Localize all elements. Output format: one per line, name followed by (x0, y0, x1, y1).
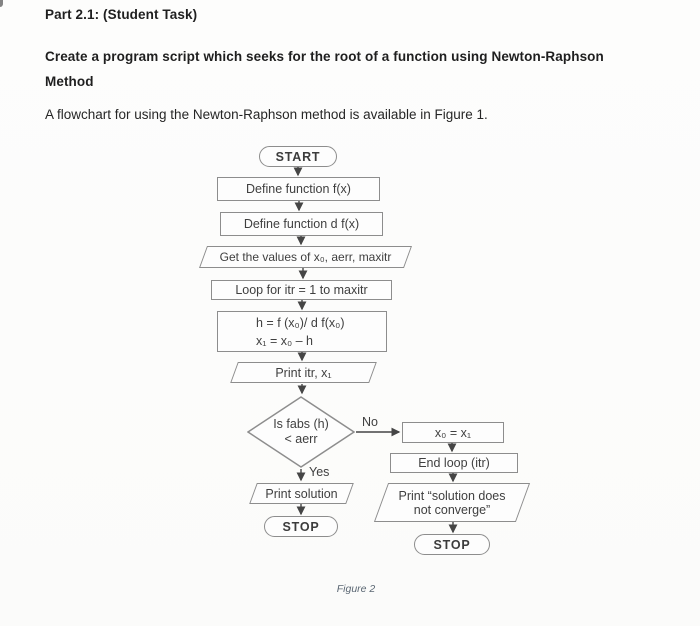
io-print-itr-label: Print itr, x₁ (275, 365, 332, 380)
process-define-fx: Define function f(x) (217, 177, 380, 201)
stop-left-label: STOP (282, 519, 320, 534)
intro-text: A flowchart for using the Newton-Raphson… (45, 107, 488, 122)
io-print-no-converge-line2: not converge” (413, 502, 491, 517)
process-end-loop: End loop (itr) (390, 453, 518, 473)
process-assign: x₀ = x₁ (402, 422, 504, 443)
scan-artifact (0, 0, 3, 7)
process-define-fx-label: Define function f(x) (246, 182, 351, 196)
branch-yes-label: Yes (309, 465, 330, 479)
stop-terminator-left: STOP (264, 516, 338, 537)
process-loop: Loop for itr = 1 to maxitr (211, 280, 392, 300)
diamond-shape (247, 396, 355, 468)
process-assign-label: x₀ = x₁ (434, 425, 472, 440)
section-heading: Part 2.1: (Student Task) (45, 7, 198, 22)
process-define-dfx-label: Define function d f(x) (243, 217, 360, 231)
figure-caption: Figure 2 (336, 583, 376, 595)
process-compute: h = f (x₀)/ d f(x₀) x₁ = x₀ – h (217, 311, 387, 352)
io-get-values-label: Get the values of x₀, aerr, maxitr (219, 250, 392, 264)
process-end-loop-label: End loop (itr) (418, 456, 490, 470)
io-print-solution-label: Print solution (265, 486, 338, 501)
task-statement-line1: Create a program script which seeks for … (45, 49, 604, 64)
task-statement-line2: Method (45, 74, 94, 89)
process-define-dfx: Define function d f(x) (220, 212, 383, 236)
decision-fabs: Is fabs (h) < aerr (247, 396, 355, 468)
process-compute-line2: x₁ = x₀ – h (256, 333, 314, 348)
io-print-no-converge: Print “solution does not converge” (373, 483, 531, 522)
branch-no-label: No (362, 415, 378, 429)
decision-line2: < aerr (284, 432, 318, 446)
stop-right-label: STOP (433, 537, 471, 552)
io-get-values: Get the values of x₀, aerr, maxitr (198, 246, 413, 268)
start-label: START (275, 149, 321, 164)
process-compute-line1: h = f (x₀)/ d f(x₀) (256, 315, 345, 330)
decision-line1: Is fabs (h) (273, 417, 329, 431)
task-statement: Create a program script which seeks for … (45, 44, 665, 94)
process-loop-label: Loop for itr = 1 to maxitr (235, 283, 368, 297)
io-print-itr: Print itr, x₁ (230, 362, 377, 383)
start-terminator: START (259, 146, 337, 167)
stop-terminator-right: STOP (414, 534, 490, 555)
io-print-solution: Print solution (249, 483, 354, 504)
io-print-no-converge-line1: Print “solution does (398, 488, 506, 503)
